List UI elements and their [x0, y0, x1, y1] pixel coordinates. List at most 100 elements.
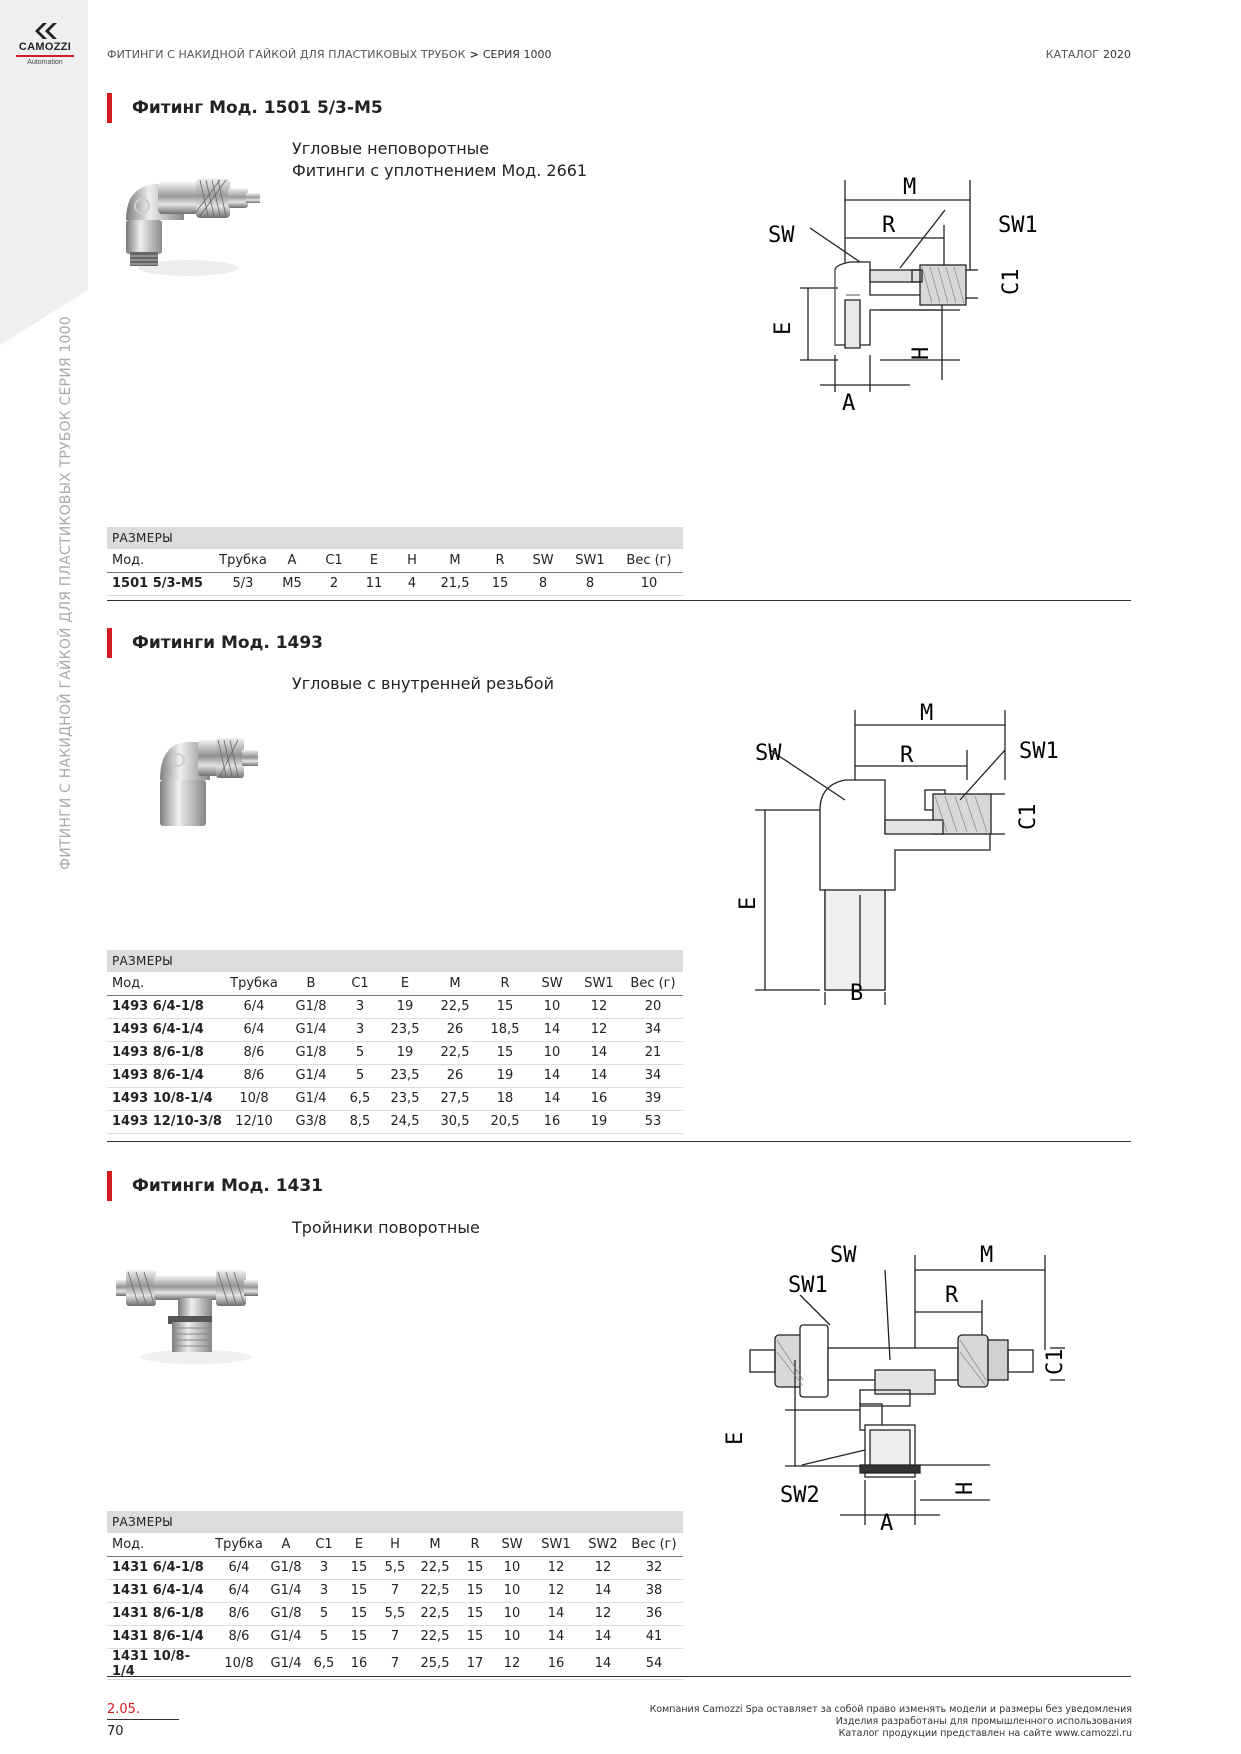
- col-header: Мод.: [107, 972, 225, 996]
- section-1-description: Угловые неповоротные Фитинги с уплотнени…: [292, 138, 587, 182]
- drawing-1431-label-sw: SW: [830, 1243, 857, 1268]
- table-cell: 8/6: [225, 1041, 283, 1065]
- col-header: Вес (г): [623, 972, 683, 996]
- table-cell: 22,5: [429, 995, 481, 1019]
- drawing-1501-label-c1: C1: [999, 269, 1024, 296]
- table-cell: 8: [565, 572, 615, 596]
- table-cell: 26: [429, 1064, 481, 1088]
- table-cell: 12: [575, 1018, 623, 1042]
- section-2-heading: Фитинги Мод. 1493: [132, 633, 324, 653]
- drawing-1431-label-e: E: [723, 1432, 748, 1445]
- breadcrumb-series[interactable]: СЕРИЯ 1000: [482, 48, 552, 61]
- drawing-1501-label-a: A: [842, 391, 855, 416]
- table-cell: 5/3: [215, 572, 271, 596]
- table-cell: 18: [481, 1087, 529, 1111]
- table-cell: 17: [457, 1648, 493, 1680]
- table-cell: 8: [521, 572, 565, 596]
- table-cell: 6/4: [225, 1018, 283, 1042]
- breadcrumb-section[interactable]: ФИТИНГИ С НАКИДНОЙ ГАЙКОЙ ДЛЯ ПЛАСТИКОВЫ…: [107, 48, 466, 61]
- section-1-heading: Фитинг Мод. 1501 5/3-M5: [132, 98, 383, 118]
- col-header: SW: [493, 1533, 531, 1557]
- table-cell: 22,5: [413, 1602, 457, 1626]
- col-header: SW: [529, 972, 575, 996]
- col-header: E: [355, 549, 393, 573]
- table-cell: 10/8: [213, 1648, 265, 1680]
- table-cell: 15: [481, 995, 529, 1019]
- col-header: M: [413, 1533, 457, 1557]
- table-cell: 1493 12/10-3/8: [107, 1110, 225, 1134]
- col-header: Вес (г): [615, 549, 683, 573]
- brand-sub: Automation: [27, 58, 63, 66]
- section-divider: [107, 1676, 1131, 1677]
- table-cell: 10: [615, 572, 683, 596]
- table-cell: 6/4: [213, 1556, 265, 1580]
- table-cell: 1431 10/8-1/4: [107, 1648, 213, 1680]
- table-cell: 19: [381, 1041, 429, 1065]
- table-cell: 1431 6/4-1/8: [107, 1556, 213, 1580]
- table-cell: 19: [575, 1110, 623, 1134]
- section-3-description: Тройники поворотные: [292, 1217, 480, 1239]
- table-cell: 14: [581, 1648, 625, 1680]
- table-cell: 34: [623, 1018, 683, 1042]
- table-cell: 38: [625, 1579, 683, 1603]
- col-header: E: [341, 1533, 377, 1557]
- table-cell: 15: [457, 1579, 493, 1603]
- drawing-1501-label-m: M: [903, 175, 916, 200]
- table-cell: 23,5: [381, 1064, 429, 1088]
- col-header: C1: [339, 972, 381, 996]
- dims-caption: РАЗМЕРЫ: [107, 1511, 683, 1533]
- table-cell: 20: [623, 995, 683, 1019]
- table-cell: 10: [493, 1602, 531, 1626]
- col-header: C1: [313, 549, 355, 573]
- table-cell: 14: [531, 1602, 581, 1626]
- table-cell: 14: [575, 1064, 623, 1088]
- catalog-text: КАТАЛОГ: [1045, 48, 1099, 61]
- section-divider: [107, 1141, 1131, 1142]
- section-accent-bar: [107, 1171, 112, 1201]
- table-cell: 41: [625, 1625, 683, 1649]
- drawing-1501-label-e: E: [771, 322, 796, 335]
- col-header: M: [429, 972, 481, 996]
- table-cell: 18,5: [481, 1018, 529, 1042]
- col-header: R: [479, 549, 521, 573]
- drawing-1431-label-m: M: [980, 1243, 993, 1268]
- table-cell: 5: [339, 1064, 381, 1088]
- table-cell: 1493 10/8-1/4: [107, 1087, 225, 1111]
- table-cell: 30,5: [429, 1110, 481, 1134]
- table-cell: 8/6: [213, 1602, 265, 1626]
- brand-name: CAMOZZI: [18, 41, 72, 53]
- table-cell: 32: [625, 1556, 683, 1580]
- table-cell: 15: [341, 1579, 377, 1603]
- drawing-1431-label-a: A: [880, 1511, 893, 1536]
- table-cell: 6,5: [339, 1087, 381, 1111]
- table-cell: 8/6: [213, 1625, 265, 1649]
- table-cell: 27,5: [429, 1087, 481, 1111]
- table-cell: 12: [575, 995, 623, 1019]
- footer-note-line: Изделия разработаны для промышленного ис…: [835, 1716, 1132, 1727]
- table-cell: 22,5: [413, 1556, 457, 1580]
- section-divider: [107, 600, 1131, 601]
- table-cell: 12: [493, 1648, 531, 1680]
- table-cell: 14: [581, 1625, 625, 1649]
- table-cell: 16: [531, 1648, 581, 1680]
- table-cell: 20,5: [481, 1110, 529, 1134]
- fitting-1431-photo: [116, 1270, 258, 1364]
- table-cell: 12: [581, 1602, 625, 1626]
- col-header: C1: [307, 1533, 341, 1557]
- table-cell: 21: [623, 1041, 683, 1065]
- table-cell: 26: [429, 1018, 481, 1042]
- table-cell: 10: [493, 1556, 531, 1580]
- table-cell: G1/4: [265, 1625, 307, 1649]
- dims-caption: РАЗМЕРЫ: [107, 527, 683, 549]
- table-cell: 2: [313, 572, 355, 596]
- table-cell: 22,5: [429, 1041, 481, 1065]
- table-cell: 15: [341, 1556, 377, 1580]
- table-cell: 5: [307, 1602, 341, 1626]
